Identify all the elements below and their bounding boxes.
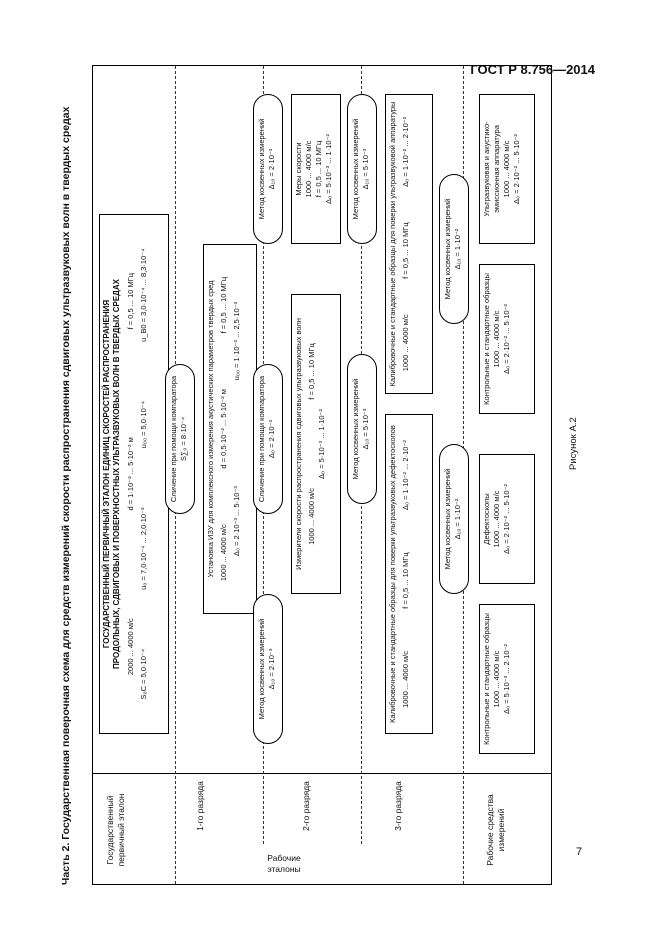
primary-values-row2: S₀С = 5,0·10⁻⁴ u₀ = 7,0·10⁻⁴ ... 2,0·10⁻… bbox=[139, 219, 149, 729]
level2-measures-title: Меры скорости bbox=[294, 142, 303, 196]
work2-range: 1000 ... 4000 м/с bbox=[492, 490, 501, 548]
level3-left-box: Калибровочные и стандартные образцы для … bbox=[385, 414, 433, 734]
level2-measures-range: 1000 ... 4000 м/с bbox=[304, 140, 313, 198]
indirect-l3-right-title: Метод косвенных измерений bbox=[443, 198, 452, 300]
work4-range: 1000 ... 4000 м/с bbox=[502, 140, 511, 198]
scheme-caption: Часть 2. Государственная поверочная схем… bbox=[60, 106, 72, 885]
level2-measures-f: f = 0,5 ... 10 МГц bbox=[314, 140, 323, 198]
working-instrument-2: Дефектоскопы 1000 ... 4000 м/с Δ₀ = 2·10… bbox=[479, 454, 535, 584]
level3-left-delta: Δ₀ = 1·10⁻² ... 2·10⁻² bbox=[401, 440, 410, 511]
standard-header: ГОСТ Р 8.756—2014 bbox=[470, 62, 595, 77]
comparator-2-pill: Сличение при помощи компаратора Δ₀ = 2·1… bbox=[253, 364, 283, 514]
work1-title: Контрольные и стандартные образцы bbox=[482, 613, 491, 745]
level3-right-range: 1000 ... 4000 м/с bbox=[401, 314, 410, 372]
level1-title: Установка ИЗУ для комплексного измерения… bbox=[206, 280, 215, 578]
comparator-1-pill: Сличение при помощи компаратора S∑₀ = 8·… bbox=[165, 364, 195, 514]
indirect-l2-left-title: Метод косвенных измерений bbox=[351, 378, 360, 480]
level1-delta: Δ₀ = 2·10⁻³ ... 5·10⁻³ bbox=[232, 486, 241, 557]
primary-u: u₀ = 7,0·10⁻⁴ ... 2,0·10⁻³ bbox=[139, 507, 148, 590]
level3-left-range: 1000 ... 4000 м/с bbox=[401, 651, 410, 708]
indirect-l2-right-title: Метод косвенных измерений bbox=[351, 118, 360, 220]
level3-left-title: Калибровочные и стандартные образцы для … bbox=[388, 425, 397, 723]
level1-u: u₀₀ = 1·10⁻³ ... 2,5·10⁻³ bbox=[232, 301, 241, 381]
primary-values-row1: 2000 ... 4000 м/с d = 1·10⁻² ... 5·10⁻² … bbox=[126, 219, 136, 729]
side-label-level2: 2-го разряда bbox=[301, 781, 311, 831]
indirect-l3-left-pill: Метод косвенных измерений Δ₁₀ = 1·10⁻² bbox=[439, 444, 469, 594]
level1-row1: 1000 ... 4000 м/с d = 0,5·10⁻² ... 5·10⁻… bbox=[219, 249, 229, 609]
indirect-l3-left-value: Δ₁₀ = 1·10⁻² bbox=[453, 498, 462, 540]
level3-right-delta: Δ₀ = 1·10⁻² ... 2·10⁻² bbox=[401, 116, 410, 187]
primary-uad: u₀₀ = 5,0·10⁻⁴ bbox=[139, 400, 148, 449]
work4-delta: Δ₀ = 2·10⁻² ... 5·10⁻² bbox=[512, 133, 521, 205]
side-label-level1: 1-го разряда bbox=[195, 781, 205, 831]
scheme-frame: Государственный первичный эталон Рабочие… bbox=[92, 65, 552, 885]
primary-range: 2000 ... 4000 м/с bbox=[126, 618, 135, 676]
indirect-l1-left-pill: Метод косвенных измерений Δ₁₀ = 2·10⁻³ bbox=[253, 594, 283, 744]
rotated-scheme: Часть 2. Государственная поверочная схем… bbox=[60, 65, 560, 885]
working-instrument-3: Контрольные и стандартные образцы 1000 .… bbox=[479, 264, 535, 414]
primary-f: f = 0,5 ... 10 МГц bbox=[126, 272, 135, 330]
level3-left-row: 1000 ... 4000 м/с f = 0,5 ... 10 МГц Δ₀ … bbox=[401, 419, 411, 729]
side-label-level3: 3-го разряда bbox=[393, 781, 403, 831]
indirect-l2-right-pill: Метод косвенных измерений Δ₁₀ = 5·10⁻³ bbox=[347, 94, 377, 244]
work1-delta: Δ₀ = 5·10⁻³ ... 2·10⁻² bbox=[502, 643, 511, 715]
work3-delta: Δ₀ = 2·10⁻² ... 5·10⁻² bbox=[502, 303, 511, 375]
primary-standard-box: ГОСУДАРСТВЕННЫЙ ПЕРВИЧНЫЙ ЭТАЛОН ЕДИНИЦ … bbox=[99, 214, 169, 734]
indirect-l3-right-pill: Метод косвенных измерений Δ₁₀ = 1·10⁻² bbox=[439, 174, 469, 324]
level2-measures-box: Меры скорости 1000 ... 4000 м/с f = 0,5 … bbox=[291, 94, 341, 244]
level3-right-box: Калибровочные и стандартные образцы для … bbox=[385, 94, 433, 394]
level3-right-row: 1000 ... 4000 м/с f = 0,5 ... 10 МГц Δ₀ … bbox=[401, 99, 411, 389]
side-label-working-instruments: Рабочие средства измерений bbox=[485, 794, 506, 866]
primary-ub: u_B0 = 3,0·10⁻⁴ ... 8,3·10⁻⁴ bbox=[139, 248, 148, 342]
level2-meters-delta: Δ₀ = 5·10⁻³ ... 1·10⁻² bbox=[317, 408, 326, 480]
level2-meters-f: f = 0,5 ... 10 МГц bbox=[307, 343, 316, 400]
indirect-l2-right-value: Δ₁₀ = 5·10⁻³ bbox=[361, 148, 370, 190]
indirect-l1-left-value: Δ₁₀ = 2·10⁻³ bbox=[267, 648, 276, 690]
level3-right-title: Калибровочные и стандартные образцы для … bbox=[388, 101, 397, 387]
level2-meters-title: Измерители скорости распространения сдви… bbox=[294, 318, 303, 570]
level2-meters-box: Измерители скорости распространения сдви… bbox=[291, 294, 341, 594]
work2-delta: Δ₀ = 2·10⁻² ... 5·10⁻² bbox=[502, 483, 511, 555]
page-number: 7 bbox=[576, 846, 583, 858]
level2-measures-delta: Δ₀ = 5·10⁻³ ... 1·10⁻² bbox=[324, 133, 333, 205]
comparator-2-value: Δ₀ = 2·10⁻³ bbox=[267, 419, 276, 459]
level3-left-f: f = 0,5 ... 10 МГц bbox=[401, 552, 410, 609]
level1-f: f = 0,5 ... 10 МГц bbox=[219, 276, 228, 334]
work3-range: 1000 ... 4000 м/с bbox=[492, 310, 501, 368]
level2-meters-row: 1000 ... 4000 м/с f = 0,5 ... 10 МГц bbox=[307, 299, 317, 589]
level2-meters-range: 1000 ... 4000 м/с bbox=[307, 487, 316, 545]
side-label-working-standards: Рабочие эталоны bbox=[267, 853, 301, 874]
indirect-l2-left-value: Δ₁₀ = 5·10⁻³ bbox=[361, 408, 370, 450]
side-label-primary: Государственный первичный эталон bbox=[105, 793, 126, 867]
primary-title-1: ГОСУДАРСТВЕННЫЙ ПЕРВИЧНЫЙ ЭТАЛОН ЕДИНИЦ … bbox=[102, 299, 111, 649]
indirect-l1-left-title: Метод косвенных измерений bbox=[257, 618, 266, 720]
comparator-1-title: Сличение при помощи компаратора bbox=[169, 375, 178, 503]
comparator-1-value: S∑₀ = 8·10⁻⁴ bbox=[179, 416, 188, 462]
indirect-l1-right-title: Метод косвенных измерений bbox=[257, 118, 266, 220]
primary-d: d = 1·10⁻² ... 5·10⁻² м bbox=[126, 437, 135, 511]
working-instrument-4: Ультразвуковая и акустико-эмиссионная ап… bbox=[479, 94, 535, 244]
working-instrument-1: Контрольные и стандартные образцы 1000 .… bbox=[479, 604, 535, 754]
work2-title: Дефектоскопы bbox=[482, 493, 491, 545]
comparator-2-title: Сличение при помощи компаратора bbox=[257, 375, 266, 503]
level1-range: 1000 ... 4000 м/с bbox=[219, 524, 228, 582]
indirect-l3-left-title: Метод косвенных измерений bbox=[443, 468, 452, 570]
work4-title: Ультразвуковая и акустико-эмиссионная ап… bbox=[482, 121, 501, 217]
indirect-l3-right-value: Δ₁₀ = 1·10⁻² bbox=[453, 228, 462, 270]
primary-title-2: ПРОДОЛЬНЫХ, СДВИГОВЫХ И ПОВЕРХНОСТНЫХ УЛ… bbox=[112, 279, 121, 670]
figure-label: Рисунок А.2 bbox=[568, 417, 579, 470]
work1-range: 1000 ... 4000 м/с bbox=[492, 650, 501, 708]
work3-title: Контрольные и стандартные образцы bbox=[482, 273, 491, 405]
indirect-l2-left-pill: Метод косвенных измерений Δ₁₀ = 5·10⁻³ bbox=[347, 354, 377, 504]
primary-s: S₀С = 5,0·10⁻⁴ bbox=[139, 648, 148, 700]
level1-d: d = 0,5·10⁻² ... 5·10⁻² м bbox=[219, 389, 228, 469]
indirect-l1-right-pill: Метод косвенных измерений Δ₁₀ = 2·10⁻³ bbox=[253, 94, 283, 244]
level3-right-f: f = 0,5 ... 10 МГц bbox=[401, 222, 410, 279]
side-divider bbox=[93, 773, 551, 774]
indirect-l1-right-value: Δ₁₀ = 2·10⁻³ bbox=[267, 148, 276, 190]
level1-row2: Δ₀ = 2·10⁻³ ... 5·10⁻³ u₀₀ = 1·10⁻³ ... … bbox=[232, 249, 242, 609]
level1-setup-box: Установка ИЗУ для комплексного измерения… bbox=[203, 244, 257, 614]
